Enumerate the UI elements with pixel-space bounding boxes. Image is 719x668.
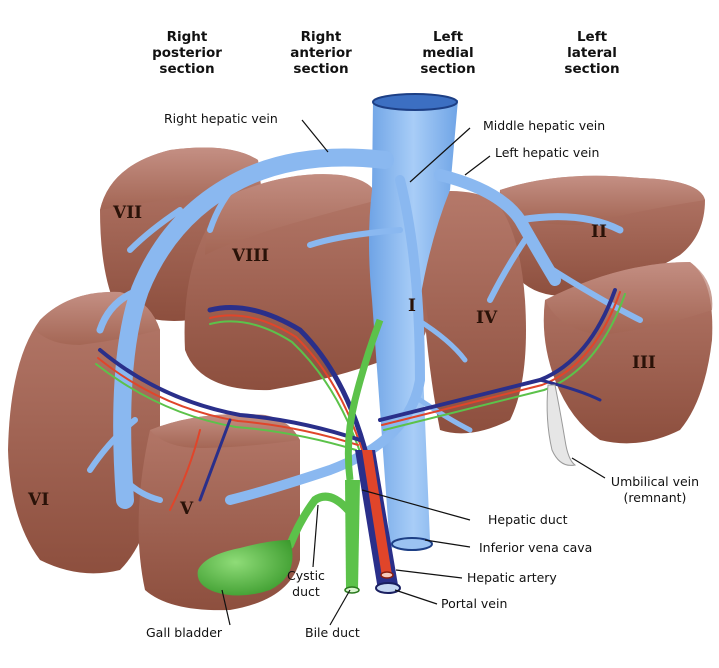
header-left-medial-section: Left medial section — [420, 29, 476, 77]
label-inferior-vena-cava: Inferior vena cava — [479, 540, 593, 555]
segment-label-iv: IV — [476, 308, 498, 328]
segment-viii-lobe — [184, 174, 385, 391]
segment-label-i: I — [408, 296, 416, 316]
hepatic-artery-trunk — [362, 450, 394, 579]
cystic-duct — [286, 492, 352, 549]
label-left-hepatic-vein: Left hepatic vein — [495, 145, 600, 160]
middle-hepatic-vein — [225, 175, 473, 505]
label-bile-duct: Bile duct — [305, 625, 360, 640]
header-right-anterior-section: Right anterior section — [290, 29, 352, 77]
segment-label-iii: III — [632, 353, 656, 373]
leader-lines — [221, 119, 606, 626]
segment-label-vi: VI — [28, 490, 50, 510]
label-umbilical-vein: Umbilical vein (remnant) — [610, 474, 700, 505]
segment-label-vii: VII — [113, 203, 143, 223]
segment-label-ii: II — [591, 222, 607, 242]
segment-iv-lobe — [420, 191, 526, 434]
umbilical-vein-remnant — [546, 384, 577, 466]
label-middle-hepatic-vein: Middle hepatic vein — [483, 118, 606, 133]
left-hepatic-vein — [434, 169, 643, 323]
label-hepatic-artery: Hepatic artery — [467, 570, 557, 585]
header-left-lateral-section: Left lateral section — [564, 29, 620, 77]
segment-label-viii: VIII — [232, 246, 270, 266]
label-right-hepatic-vein: Right hepatic vein — [164, 111, 278, 126]
segment-iii-lobe — [543, 262, 713, 444]
header-right-posterior-section: Right posterior section — [152, 29, 222, 77]
segment-label-v: V — [180, 499, 194, 519]
label-cystic-duct: Cystic duct — [287, 568, 325, 599]
portal-triad-branches — [95, 288, 626, 511]
gall-bladder — [197, 540, 293, 596]
right-hepatic-vein — [87, 148, 394, 509]
label-portal-vein: Portal vein — [441, 596, 508, 611]
label-gall-bladder: Gall bladder — [146, 625, 223, 640]
label-hepatic-duct: Hepatic duct — [488, 512, 568, 527]
